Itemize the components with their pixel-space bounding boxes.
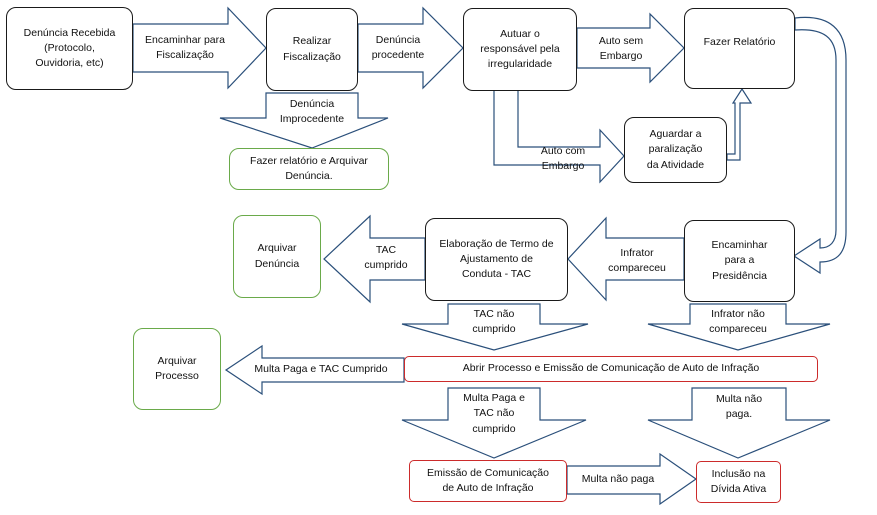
- label-multa-paga-tac-cumprido: Multa Paga e TAC Cumprido: [238, 359, 404, 381]
- box-encaminhar-presidencia-text: Encaminhar para a Presidência: [711, 239, 768, 282]
- label-multa-paga-tac-nao-cumprido: Multa Paga e TAC não cumprido: [448, 390, 540, 438]
- label-multa-nao-paga-right: Multa não paga: [570, 468, 666, 492]
- arrow-multa-paga-tac-cumprido: [224, 344, 405, 396]
- label-tac-nao-cumprido: TAC não cumprido: [448, 305, 540, 339]
- box-denuncia-recebida: Denúncia Recebida (Protocolo, Ouvidoria,…: [6, 7, 133, 90]
- arrow-tac-nao-cumprido: [401, 303, 589, 351]
- arrow-tac-cumprido: [323, 214, 426, 304]
- label-infrator-compareceu-text: Infrator compareceu: [608, 246, 666, 274]
- label-auto-com-embargo: Auto com Embargo: [528, 143, 598, 175]
- box-autuar-responsavel: Autuar o responsável pela irregularidade: [463, 8, 577, 91]
- arrow-multa-paga-tac-nao-cumprido: [401, 387, 587, 459]
- box-aguardar-paralizacao: Aguardar a paralização da Atividade: [624, 117, 727, 183]
- label-tac-cumprido: TAC cumprido: [350, 240, 422, 276]
- box-inclusao-divida: Inclusão na Dívida Ativa: [696, 461, 781, 503]
- box-realizar-fiscalizacao: Realizar Fiscalização: [266, 8, 358, 91]
- box-arquivar-denuncia: Arquivar Denúncia: [233, 215, 321, 298]
- box-arquivar-processo: Arquivar Processo: [133, 328, 221, 410]
- box-realizar-fiscalizacao-text: Realizar Fiscalização: [283, 35, 341, 63]
- label-tac-nao-cumprido-text: TAC não cumprido: [472, 307, 516, 335]
- box-abrir-processo-text: Abrir Processo e Emissão de Comunicação …: [462, 362, 760, 375]
- label-multa-paga-tac-cumprido-text: Multa Paga e TAC Cumprido: [254, 363, 388, 376]
- box-inclusao-divida-text: Inclusão na Dívida Ativa: [710, 467, 767, 495]
- box-fazer-relatorio-arquivar: Fazer relatório e Arquivar Denúncia.: [229, 148, 389, 190]
- label-auto-sem-embargo: Auto sem Embargo: [580, 32, 662, 66]
- arrow-infrator-nao-compareceu: [647, 303, 831, 351]
- box-arquivar-denuncia-text: Arquivar Denúncia: [254, 242, 300, 270]
- box-denuncia-recebida-text: Denúncia Recebida (Protocolo, Ouvidoria,…: [23, 26, 116, 70]
- label-infrator-compareceu: Infrator compareceu: [596, 244, 678, 278]
- box-fazer-relatorio-arquivar-text: Fazer relatório e Arquivar Denúncia.: [250, 154, 368, 182]
- arrow-aguardar-to-relatorio: [726, 87, 753, 161]
- label-multa-paga-tac-nao-cumprido-text: Multa Paga e TAC não cumprido: [463, 392, 525, 435]
- label-auto-com-embargo-text: Auto com Embargo: [540, 144, 586, 172]
- label-multa-nao-paga-down: Multa não paga.: [692, 390, 786, 424]
- box-fazer-relatorio: Fazer Relatório: [684, 8, 795, 89]
- label-denuncia-procedente-text: Denúncia procedente: [371, 33, 425, 61]
- box-emissao-comunicacao: Emissão de Comunicação de Auto de Infraç…: [409, 460, 567, 502]
- box-aguardar-paralizacao-text: Aguardar a paralização da Atividade: [646, 128, 705, 171]
- arrow-denuncia-improcedente: [219, 92, 389, 149]
- box-elaboracao-tac-text: Elaboração de Termo de Ajustamento de Co…: [439, 237, 554, 281]
- label-auto-sem-embargo-text: Auto sem Embargo: [598, 34, 644, 62]
- box-autuar-responsavel-text: Autuar o responsável pela irregularidade: [480, 27, 560, 71]
- box-encaminhar-presidencia: Encaminhar para a Presidência: [684, 220, 795, 302]
- label-infrator-nao-compareceu: Infrator não compareceu: [690, 305, 786, 339]
- arrow-denuncia-procedente: [357, 6, 464, 90]
- box-arquivar-processo-text: Arquivar Processo: [155, 354, 199, 382]
- arrow-multa-nao-paga-right: [566, 452, 698, 506]
- label-encaminhar-fiscalizacao-text: Encaminhar para Fiscalização: [145, 33, 225, 61]
- label-denuncia-improcedente-text: Denúncia Improcedente: [279, 97, 345, 125]
- label-tac-cumprido-text: TAC cumprido: [364, 243, 408, 271]
- box-abrir-processo: Abrir Processo e Emissão de Comunicação …: [404, 356, 818, 382]
- box-emissao-comunicacao-text: Emissão de Comunicação de Auto de Infraç…: [427, 466, 549, 494]
- label-infrator-nao-compareceu-text: Infrator não compareceu: [709, 307, 767, 335]
- arrow-relatorio-to-presidencia: [792, 16, 847, 275]
- arrow-encaminhar-fiscalizacao: [132, 6, 267, 90]
- box-fazer-relatorio-text: Fazer Relatório: [703, 36, 776, 48]
- box-elaboracao-tac: Elaboração de Termo de Ajustamento de Co…: [425, 218, 568, 301]
- arrow-auto-sem-embargo: [576, 12, 685, 84]
- arrow-multa-nao-paga-down: [647, 387, 831, 459]
- arrow-infrator-compareceu: [567, 216, 685, 302]
- label-multa-nao-paga-down-text: Multa não paga.: [715, 392, 763, 420]
- label-denuncia-improcedente: Denúncia Improcedente: [266, 95, 358, 129]
- label-multa-nao-paga-right-text: Multa não paga: [581, 473, 655, 486]
- label-encaminhar-fiscalizacao: Encaminhar para Fiscalização: [135, 30, 235, 66]
- label-denuncia-procedente: Denúncia procedente: [360, 30, 436, 66]
- arrow-auto-com-embargo: [493, 71, 625, 184]
